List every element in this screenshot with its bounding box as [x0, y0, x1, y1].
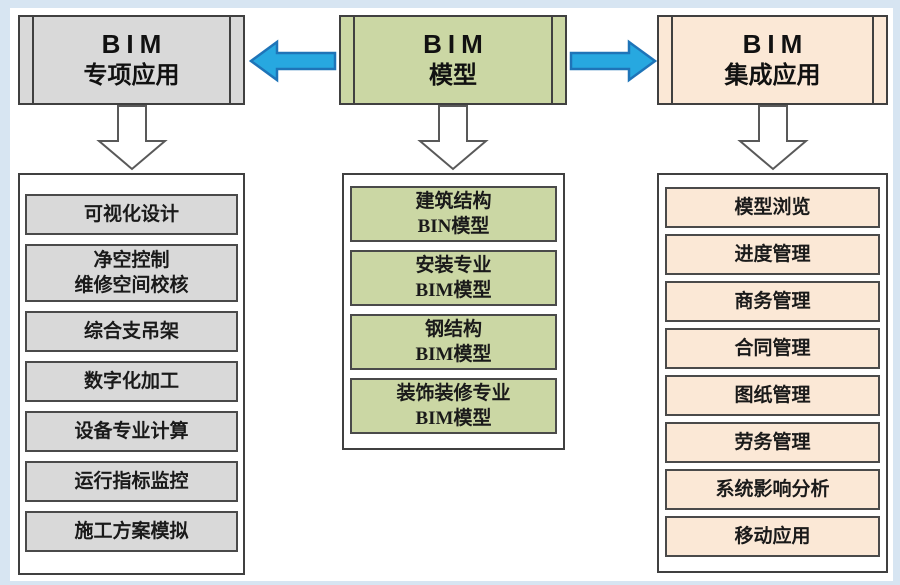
list-item: 劳务管理	[665, 422, 880, 463]
header-title-line2: 集成应用	[724, 62, 821, 89]
list-item-label: 劳务管理	[734, 432, 811, 453]
arrow-down-icon	[417, 105, 489, 171]
list-item: 合同管理	[665, 328, 880, 369]
arrow-right-icon	[569, 39, 657, 83]
list-item: 进度管理	[665, 234, 880, 275]
arrow-left-icon	[249, 39, 337, 83]
list-item: 安装专业 BIM模型	[350, 250, 557, 306]
list-item-label: 移动应用	[734, 526, 811, 547]
list-item-label: 综合支吊架	[83, 321, 179, 342]
header-bim-integrated-applications: BIM 集成应用	[657, 15, 888, 105]
list-item-label: 运行指标监控	[74, 471, 189, 492]
list-item: 可视化设计	[25, 194, 238, 235]
list-item: 数字化加工	[25, 361, 238, 402]
arrow-down-icon	[96, 105, 168, 171]
list-item: 装饰装修专业 BIM模型	[350, 378, 557, 434]
list-item-label: 系统影响分析	[715, 479, 830, 500]
header-title-line1: BIM	[101, 29, 168, 60]
list-item-label: 装饰装修专业	[396, 383, 511, 404]
list-item: 移动应用	[665, 516, 880, 557]
list-item: 商务管理	[665, 281, 880, 322]
list-item-label: BIM模型	[415, 280, 492, 301]
list-item: 图纸管理	[665, 375, 880, 416]
list-item-label: 净空控制	[93, 250, 170, 271]
list-item: 综合支吊架	[25, 311, 238, 352]
list-item-label: 进度管理	[734, 244, 811, 265]
list-item-label: 维修空间校核	[74, 275, 189, 296]
list-item-label: BIN模型	[417, 216, 490, 237]
list-item-label: 施工方案模拟	[74, 521, 189, 542]
list-item-label: 商务管理	[734, 291, 811, 312]
list-item: 净空控制 维修空间校核	[25, 244, 238, 302]
header-title-line1: BIM	[423, 29, 489, 60]
list-item-label: 图纸管理	[734, 385, 811, 406]
header-title-line2: 专项应用	[83, 62, 180, 89]
list-item: 设备专业计算	[25, 411, 238, 452]
arrow-down-icon	[737, 105, 809, 171]
header-title-line1: BIM	[742, 29, 809, 60]
list-item-label: 可视化设计	[83, 204, 179, 225]
list-item: 系统影响分析	[665, 469, 880, 510]
list-item-label: 建筑结构	[415, 191, 492, 212]
list-item: 运行指标监控	[25, 461, 238, 502]
list-item-label: BIM模型	[415, 408, 492, 429]
header-title-line2: 模型	[429, 62, 477, 89]
list-bim-special-applications: 可视化设计 净空控制 维修空间校核 综合支吊架 数字化加工 设备专业计算 运行指…	[18, 173, 245, 575]
header-bim-special-applications: BIM 专项应用	[18, 15, 245, 105]
list-item-label: 设备专业计算	[74, 421, 189, 442]
list-bim-model: 建筑结构 BIN模型 安装专业 BIM模型 钢结构 BIM模型 装饰装修专业 B…	[342, 173, 565, 450]
list-item-label: 数字化加工	[83, 371, 179, 392]
list-item: 钢结构 BIM模型	[350, 314, 557, 370]
list-item-label: 安装专业	[415, 255, 492, 276]
list-item-label: 钢结构	[424, 319, 482, 340]
header-bim-model: BIM 模型	[339, 15, 567, 105]
list-item-label: 合同管理	[734, 338, 811, 359]
list-item-label: 模型浏览	[734, 197, 811, 218]
list-item: 模型浏览	[665, 187, 880, 228]
list-item: 建筑结构 BIN模型	[350, 186, 557, 242]
list-bim-integrated-applications: 模型浏览 进度管理 商务管理 合同管理 图纸管理 劳务管理 系统影响分析 移动应…	[657, 173, 888, 573]
list-item-label: BIM模型	[415, 344, 492, 365]
list-item: 施工方案模拟	[25, 511, 238, 552]
